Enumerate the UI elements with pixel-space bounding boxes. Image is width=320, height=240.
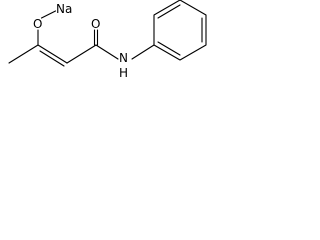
bond-c3-c2-second bbox=[39, 50, 65, 67]
bond-c3-c2 bbox=[37, 44, 68, 64]
atom-label-sodium: Na bbox=[56, 2, 72, 16]
phenyl-ring bbox=[153, 0, 207, 61]
structure-canvas: Na O O N H bbox=[0, 0, 249, 107]
bond-o-na bbox=[40, 10, 57, 19]
phenyl-double-bond-3 bbox=[157, 41, 181, 56]
bond-c2-c1 bbox=[66, 44, 97, 64]
atom-label-carbonyl-oxygen: O bbox=[91, 17, 100, 31]
atom-label-nitrogen: N bbox=[119, 51, 128, 65]
atom-label-enol-oxygen: O bbox=[33, 17, 42, 31]
bond-c1-n bbox=[95, 44, 119, 60]
atom-label-hydrogen: H bbox=[119, 66, 128, 80]
chemical-structure-diagram: Na O O N H bbox=[8, 0, 207, 80]
bond-c4-c3 bbox=[8, 44, 39, 64]
bond-n-phenyl bbox=[131, 44, 155, 60]
phenyl-double-bond-1 bbox=[157, 4, 181, 19]
